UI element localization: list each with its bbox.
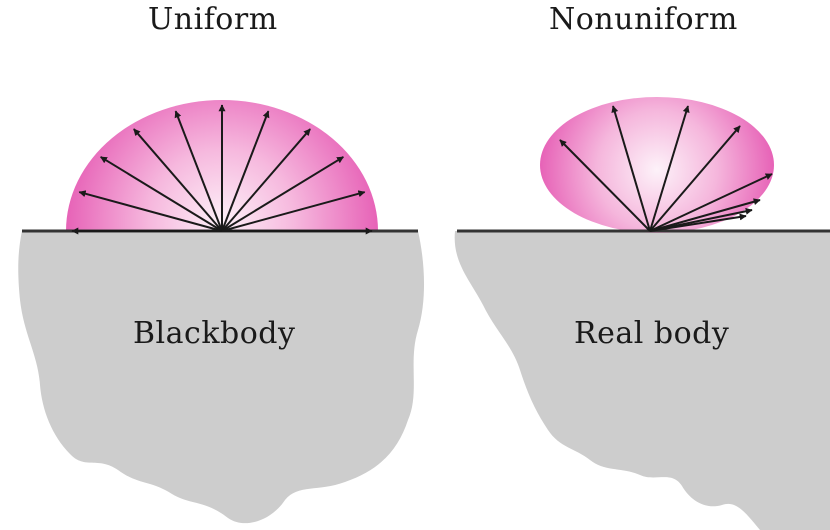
nonuniform-title: Nonuniform <box>549 2 738 37</box>
real-body-label: Real body <box>574 316 729 351</box>
real-body-shape <box>455 231 830 530</box>
blackbody-shape <box>18 231 424 523</box>
blackbody-label: Blackbody <box>133 316 295 351</box>
uniform-title: Uniform <box>148 2 278 37</box>
